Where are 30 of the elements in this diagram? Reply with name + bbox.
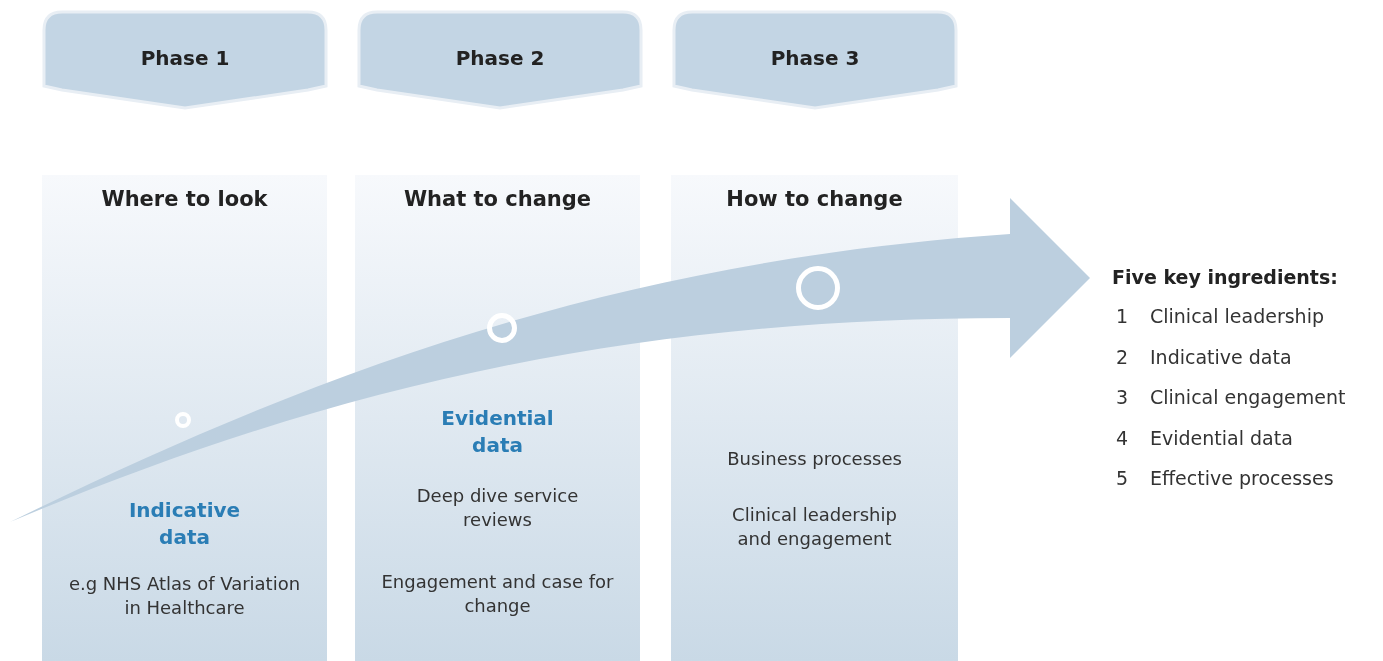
list-number: 1 bbox=[1116, 305, 1129, 327]
list-number: 4 bbox=[1116, 426, 1129, 449]
body-text: Engagement and case for change bbox=[380, 570, 615, 619]
column-heading: How to change bbox=[725, 186, 904, 213]
phase-tab bbox=[40, 8, 330, 110]
list-item: Clinical leadership bbox=[1150, 305, 1324, 327]
phase-tab bbox=[355, 8, 645, 110]
key-text: Evidential data bbox=[440, 405, 555, 459]
body-text: Clinical leadership and engagement bbox=[731, 503, 898, 552]
phase-label: Phase 3 bbox=[769, 46, 861, 70]
list-heading: Five key ingredients: bbox=[1112, 266, 1338, 288]
phase-column bbox=[355, 175, 640, 661]
phase-column bbox=[42, 175, 327, 661]
column-heading: What to change bbox=[402, 186, 593, 213]
phase-label: Phase 1 bbox=[139, 46, 231, 70]
column-heading: Where to look bbox=[100, 186, 269, 213]
key-text: Indicative data bbox=[127, 497, 242, 551]
body-text: Business processes bbox=[726, 447, 903, 471]
list-item: Effective processes bbox=[1150, 467, 1334, 489]
list-number: 2 bbox=[1116, 345, 1129, 368]
milestone-circle bbox=[175, 412, 191, 428]
list-item: Evidential data bbox=[1150, 426, 1293, 449]
list-item: Clinical engagement bbox=[1150, 386, 1346, 408]
phase-tab bbox=[670, 8, 960, 110]
body-text: e.g NHS Atlas of Variation in Healthcare bbox=[67, 572, 302, 621]
list-number: 3 bbox=[1116, 386, 1129, 408]
body-text: Deep dive service reviews bbox=[415, 484, 580, 533]
list-number: 5 bbox=[1116, 467, 1129, 489]
list-item: Indicative data bbox=[1150, 345, 1292, 368]
phase-label: Phase 2 bbox=[454, 46, 546, 70]
